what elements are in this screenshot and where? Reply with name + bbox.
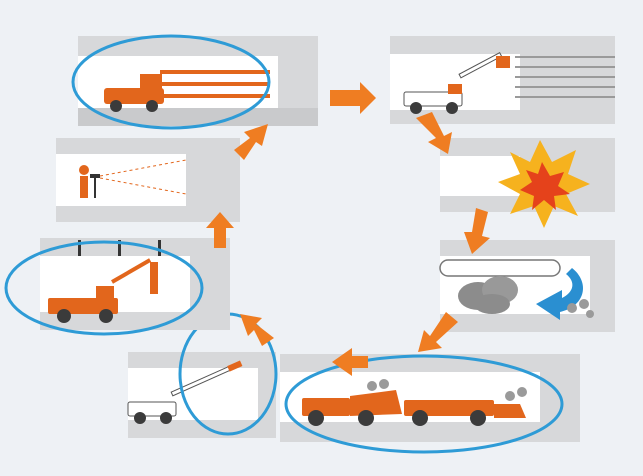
stage-ventilation — [439, 240, 615, 332]
arrow-ventilation-to-mucking — [418, 312, 458, 352]
hole-lines — [515, 56, 615, 98]
highlight-ellipse — [4, 240, 204, 336]
arrow-surveying-to-drilling — [234, 124, 268, 160]
surveyor-icon — [79, 165, 100, 198]
arrow-bolting-to-surveying — [206, 212, 234, 248]
arrow-mucking-to-scaling — [332, 348, 368, 376]
stage-mucking — [280, 354, 580, 454]
arrow-scaling-to-bolting — [240, 314, 274, 346]
explosion-icon — [498, 140, 590, 228]
arrow-blasting-to-ventilation — [464, 208, 490, 254]
arrow-drilling-to-charging — [330, 82, 376, 114]
stage-rock-bolting — [4, 238, 230, 336]
stage-blasting — [440, 138, 615, 228]
charging-truck-icon — [403, 51, 510, 114]
highlight-ellipse — [71, 34, 271, 130]
scaling-rig-icon — [127, 360, 243, 424]
laser-lines — [99, 159, 187, 177]
stage-drilling — [71, 34, 318, 130]
vent-duct — [439, 259, 561, 277]
stage-scaling — [127, 312, 278, 438]
highlight-ellipse — [284, 354, 564, 454]
bolts — [78, 240, 161, 256]
rock-load — [367, 379, 527, 401]
bolting-rig-icon — [48, 258, 158, 323]
smoke-cloud — [458, 276, 518, 314]
drill-rig-icon — [104, 70, 270, 112]
stage-surveying — [56, 138, 240, 222]
arrow-charging-to-blasting — [416, 112, 452, 154]
rock-pile — [567, 299, 594, 318]
flow-arrows — [206, 82, 490, 376]
stage-charging — [390, 36, 615, 124]
loader-truck-icon — [302, 390, 526, 426]
